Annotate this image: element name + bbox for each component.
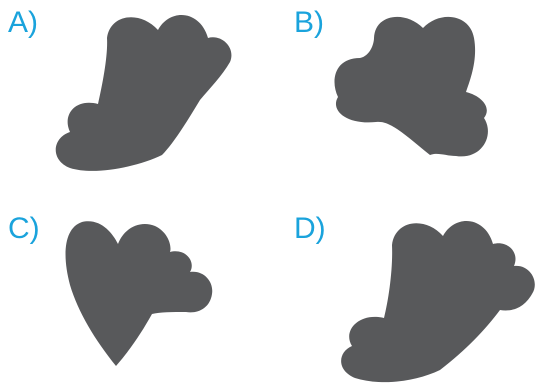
option-c-figure[interactable] xyxy=(66,221,213,366)
option-d-figure[interactable] xyxy=(341,221,535,382)
option-b-figure[interactable] xyxy=(334,17,487,157)
option-a-figure[interactable] xyxy=(56,15,232,171)
